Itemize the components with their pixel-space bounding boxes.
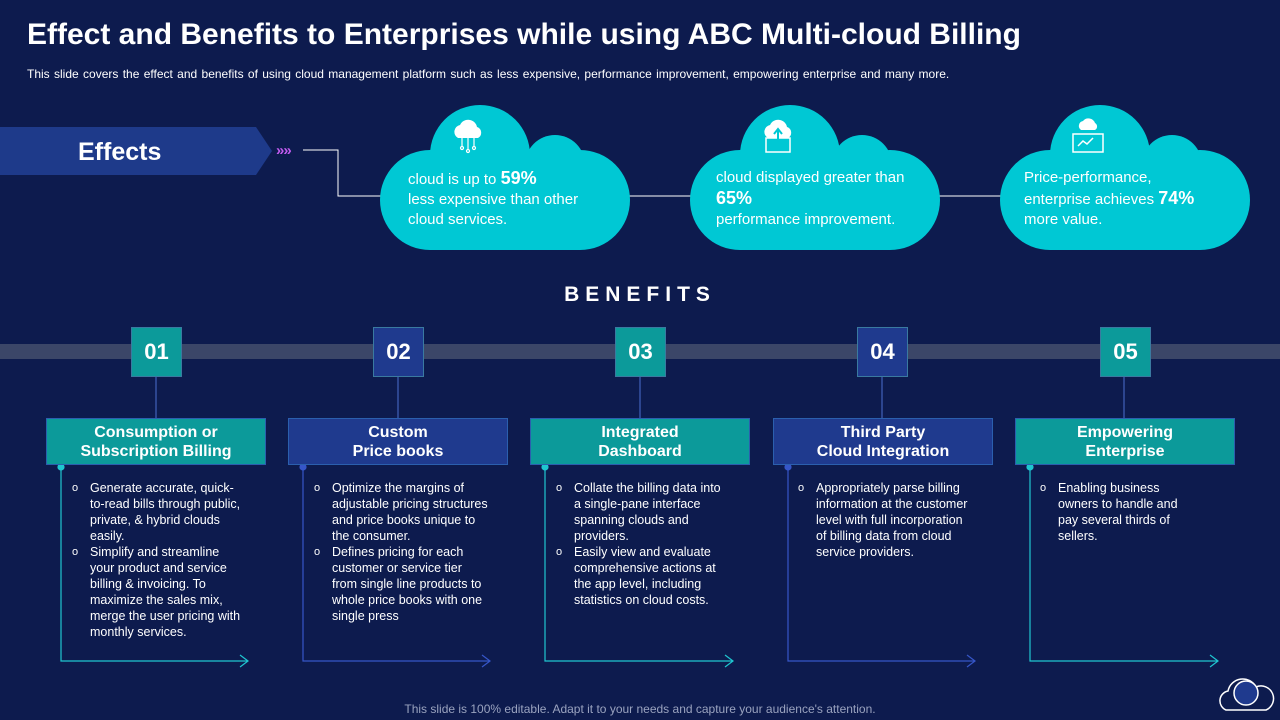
slide-subtitle: This slide covers the effect and benefit… <box>27 67 950 81</box>
benefit-number-01: 01 <box>131 327 182 377</box>
effect-cloud-2-text: cloud displayed greater than 65%performa… <box>716 169 905 228</box>
cloud-logo-icon <box>1219 678 1275 711</box>
list-item: Appropriately parse billing information … <box>798 480 968 560</box>
effect-cloud-1 <box>380 105 630 250</box>
benefit-bullets-05: Enabling business owners to handle and p… <box>1040 480 1190 544</box>
list-item: Easily view and evaluate comprehensive a… <box>556 544 731 608</box>
benefit-number-04: 04 <box>857 327 908 377</box>
list-item: Generate accurate, quick-to-read bills t… <box>72 480 242 544</box>
chevron-right-icon: »» <box>276 142 292 159</box>
effect-cloud-3-text: Price-performance, enterprise achieves 7… <box>1024 169 1195 228</box>
cloud-network-icon <box>454 119 482 154</box>
list-item: Optimize the margins of adjustable prici… <box>314 480 489 544</box>
benefit-number-03: 03 <box>615 327 666 377</box>
effects-banner <box>0 127 272 175</box>
effect-cloud-2 <box>690 105 940 250</box>
cloud-upload-icon <box>764 119 792 153</box>
list-item: Simplify and streamline your product and… <box>72 544 242 640</box>
cloud-dashboard-icon <box>1072 118 1104 153</box>
benefits-title: BENEFITS <box>564 283 716 306</box>
effect-cloud-1-text: cloud is up to 59%less expensive than ot… <box>408 168 579 228</box>
slide-title: Effect and Benefits to Enterprises while… <box>27 18 1021 51</box>
benefit-bullets-01: Generate accurate, quick-to-read bills t… <box>72 480 242 640</box>
effects-label: Effects <box>78 138 162 166</box>
list-item: Enabling business owners to handle and p… <box>1040 480 1190 544</box>
list-item: Collate the billing data into a single-p… <box>556 480 731 544</box>
benefit-bullets-03: Collate the billing data into a single-p… <box>556 480 731 608</box>
benefit-bullets-04: Appropriately parse billing information … <box>798 480 968 560</box>
footer-note: This slide is 100% editable. Adapt it to… <box>404 702 876 716</box>
benefit-bullets-02: Optimize the margins of adjustable prici… <box>314 480 489 624</box>
list-item: Defines pricing for each customer or ser… <box>314 544 489 624</box>
benefit-number-05: 05 <box>1100 327 1151 377</box>
effect-cloud-3 <box>1000 105 1250 250</box>
benefit-number-02: 02 <box>373 327 424 377</box>
